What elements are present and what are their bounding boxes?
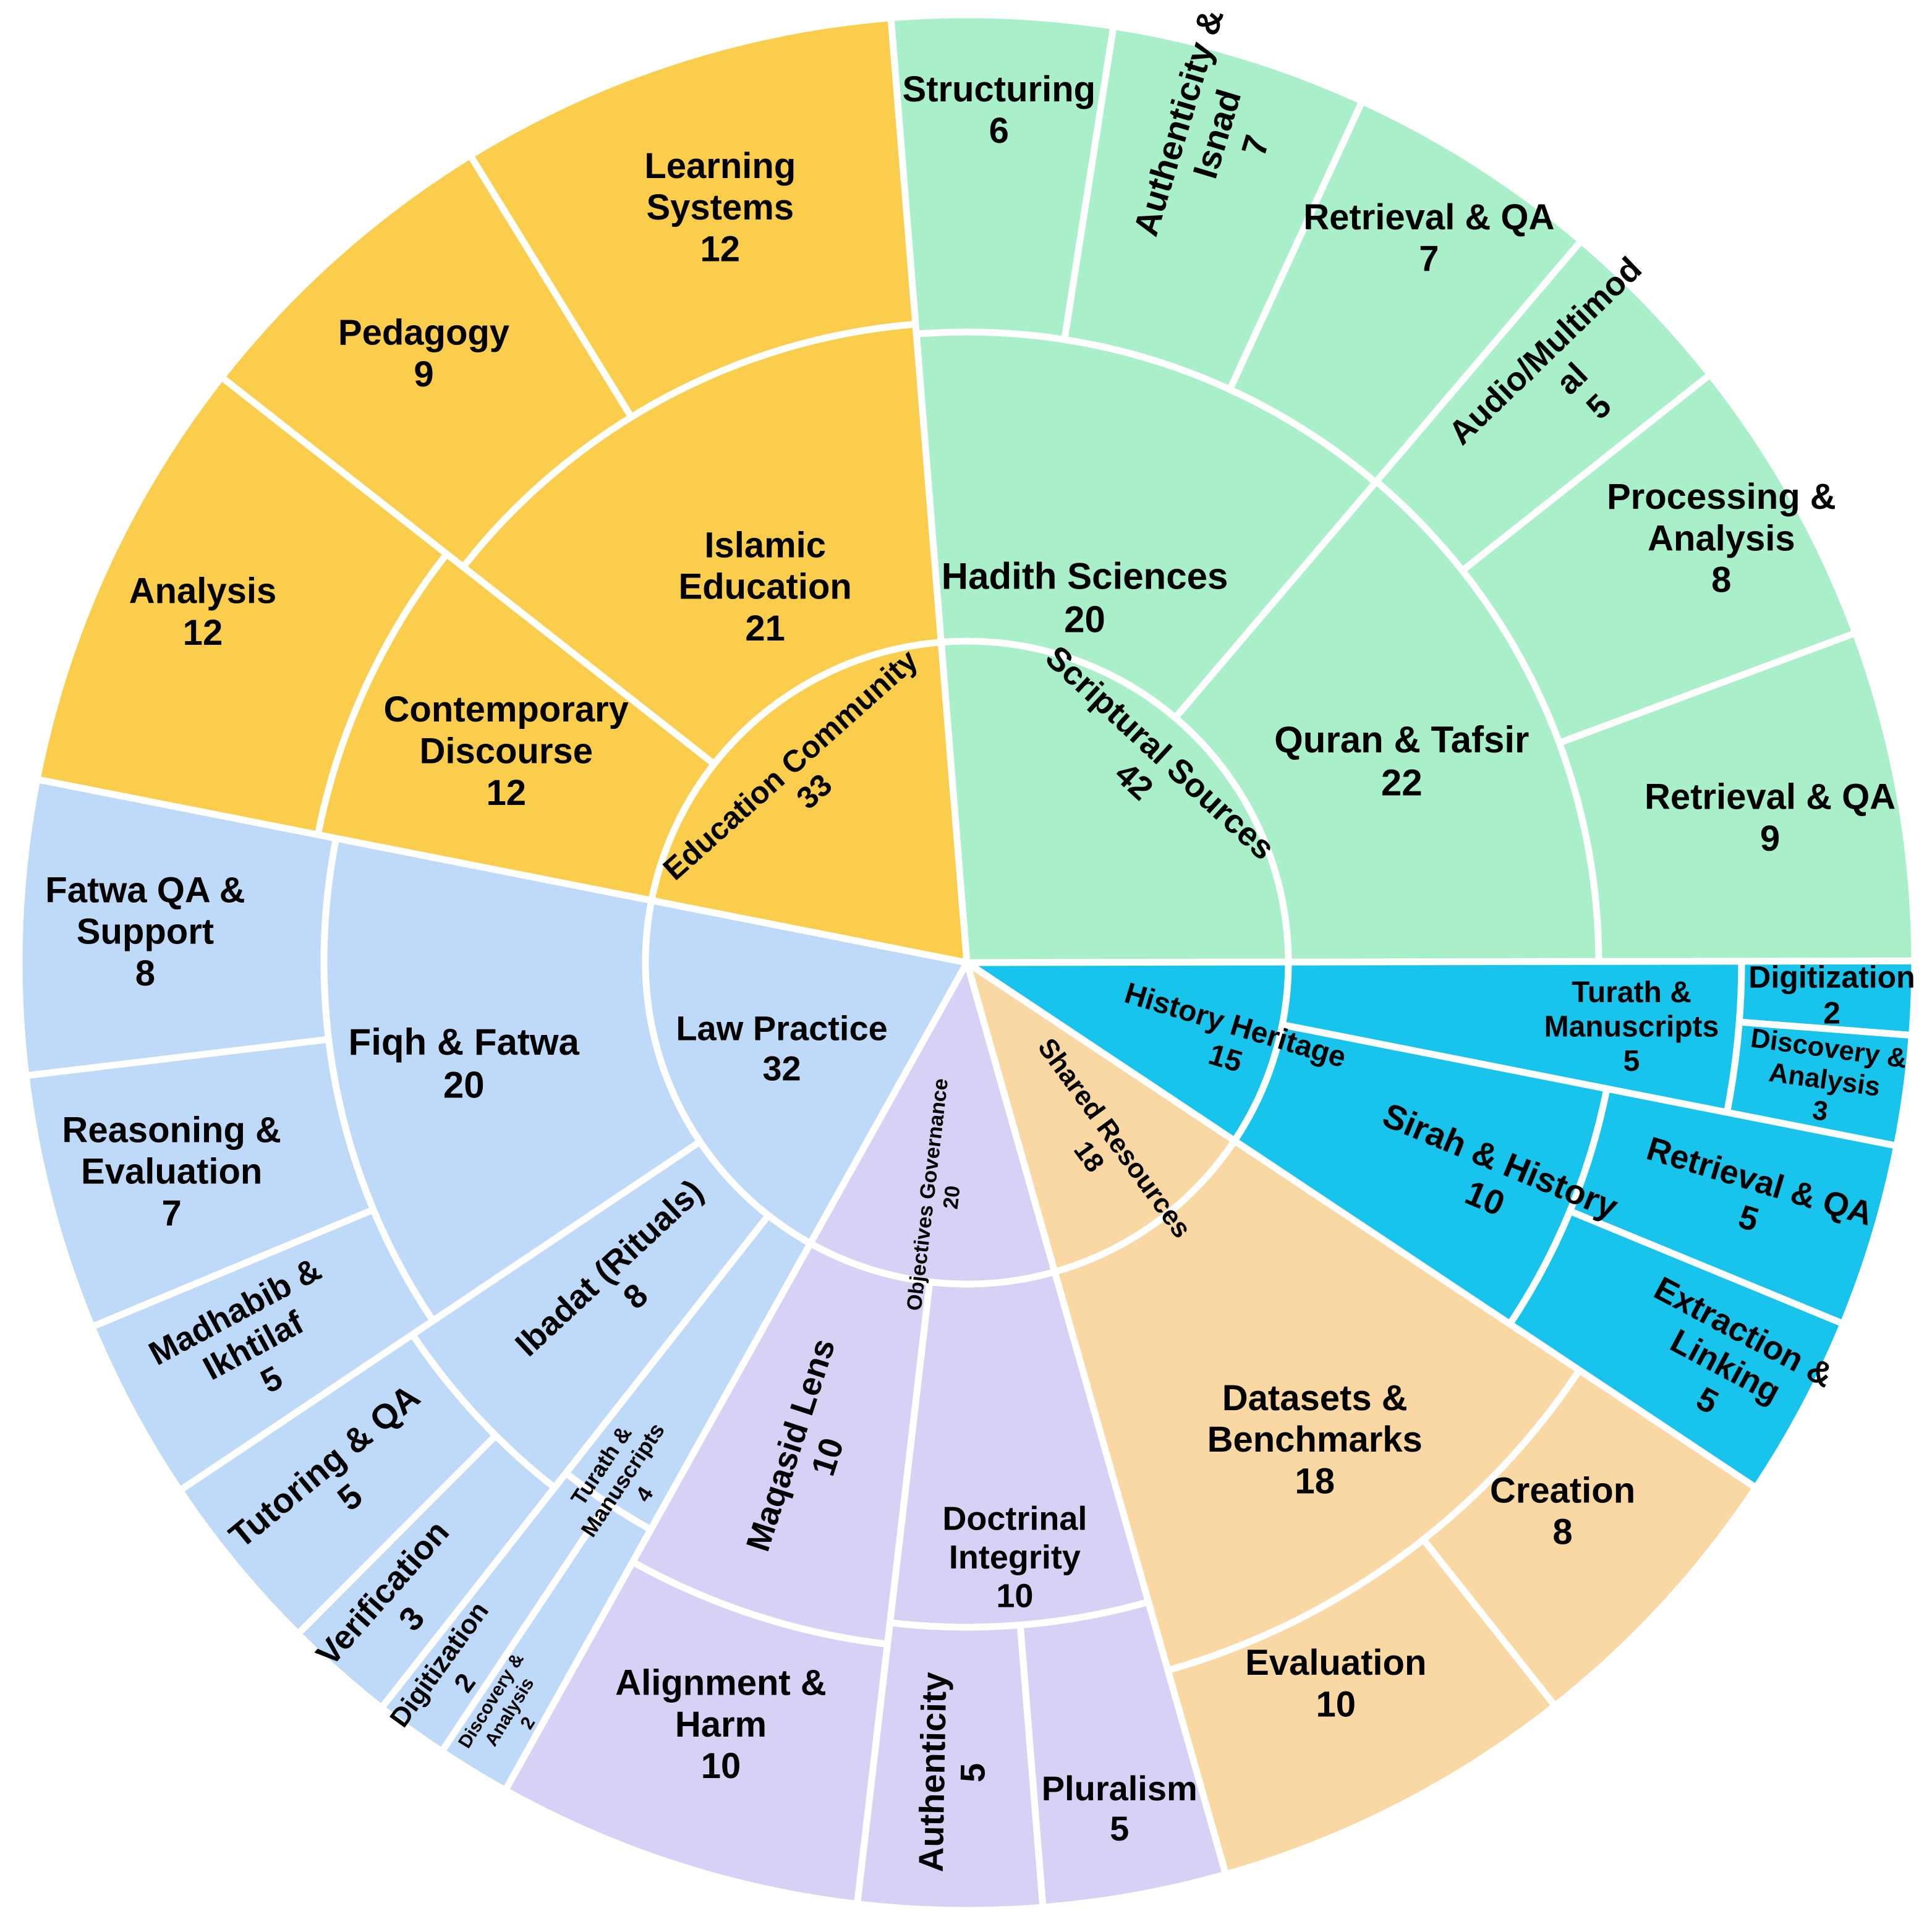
svg-text:Fiqh & Fatwa: Fiqh & Fatwa — [349, 1021, 580, 1063]
svg-text:Retrieval & QA: Retrieval & QA — [1303, 197, 1554, 237]
svg-text:10: 10 — [701, 1746, 741, 1786]
svg-text:Discourse: Discourse — [419, 731, 592, 771]
svg-text:Harm: Harm — [675, 1704, 767, 1745]
svg-text:Pedagogy: Pedagogy — [338, 313, 509, 353]
svg-text:9: 9 — [1760, 819, 1780, 859]
svg-text:5: 5 — [1623, 1045, 1640, 1078]
svg-text:Education: Education — [679, 567, 852, 607]
svg-text:Integrity: Integrity — [949, 1539, 1081, 1576]
svg-text:6: 6 — [989, 111, 1009, 151]
segment-learning[interactable] — [467, 14, 919, 421]
svg-text:22: 22 — [1381, 762, 1423, 804]
svg-text:12: 12 — [486, 773, 526, 813]
svg-text:Learning: Learning — [644, 146, 796, 186]
svg-text:8: 8 — [1552, 1512, 1572, 1552]
label-retrieval-quran: Retrieval & QA9 — [1645, 777, 1896, 859]
svg-text:Pluralism: Pluralism — [1042, 1769, 1198, 1808]
svg-text:Evaluation: Evaluation — [1245, 1643, 1426, 1683]
svg-text:Evaluation: Evaluation — [81, 1152, 262, 1192]
svg-text:Turath &: Turath & — [1572, 976, 1692, 1009]
svg-text:Retrieval & QA: Retrieval & QA — [1645, 777, 1896, 817]
svg-text:20: 20 — [939, 1185, 965, 1211]
svg-text:Creation: Creation — [1490, 1470, 1635, 1510]
svg-text:32: 32 — [762, 1049, 801, 1088]
svg-text:Reasoning &: Reasoning & — [62, 1110, 281, 1150]
svg-text:9: 9 — [414, 354, 433, 394]
svg-text:20: 20 — [1064, 598, 1105, 640]
svg-text:7: 7 — [1419, 239, 1439, 279]
svg-text:5: 5 — [1110, 1809, 1129, 1848]
svg-text:Contemporary: Contemporary — [384, 689, 629, 730]
svg-text:20: 20 — [443, 1065, 485, 1106]
svg-text:Doctrinal: Doctrinal — [942, 1500, 1087, 1537]
svg-text:Authenticity: Authenticity — [911, 1672, 954, 1873]
svg-text:Alignment &: Alignment & — [615, 1663, 827, 1703]
svg-text:Processing &: Processing & — [1607, 477, 1836, 517]
svg-text:18: 18 — [1295, 1461, 1335, 1501]
svg-text:Structuring: Structuring — [902, 69, 1096, 109]
svg-text:Analysis: Analysis — [129, 571, 277, 611]
svg-text:12: 12 — [700, 229, 741, 269]
label-retrieval-hadith: Retrieval & QA7 — [1303, 197, 1554, 279]
svg-text:Hadith Sciences: Hadith Sciences — [942, 556, 1228, 597]
svg-text:8: 8 — [135, 953, 155, 994]
svg-text:Benchmarks: Benchmarks — [1207, 1419, 1423, 1460]
svg-text:10: 10 — [1316, 1684, 1356, 1724]
svg-text:5: 5 — [953, 1763, 992, 1782]
svg-text:8: 8 — [1711, 560, 1731, 600]
svg-text:2: 2 — [1823, 996, 1841, 1031]
svg-text:Fatwa QA &: Fatwa QA & — [45, 870, 245, 910]
svg-text:Manuscripts: Manuscripts — [1544, 1010, 1719, 1043]
svg-text:Law Practice: Law Practice — [676, 1009, 887, 1048]
svg-text:Islamic: Islamic — [704, 525, 826, 565]
svg-text:Datasets &: Datasets & — [1222, 1378, 1408, 1418]
svg-text:7: 7 — [162, 1193, 182, 1233]
svg-text:Support: Support — [77, 912, 214, 952]
svg-text:Quran & Tafsir: Quran & Tafsir — [1274, 719, 1529, 760]
svg-text:Analysis: Analysis — [1648, 518, 1795, 558]
svg-text:10: 10 — [996, 1578, 1033, 1615]
svg-text:21: 21 — [745, 608, 785, 649]
svg-text:Systems: Systems — [646, 187, 794, 228]
svg-text:12: 12 — [183, 613, 223, 653]
svg-text:Digitization: Digitization — [1748, 960, 1915, 995]
